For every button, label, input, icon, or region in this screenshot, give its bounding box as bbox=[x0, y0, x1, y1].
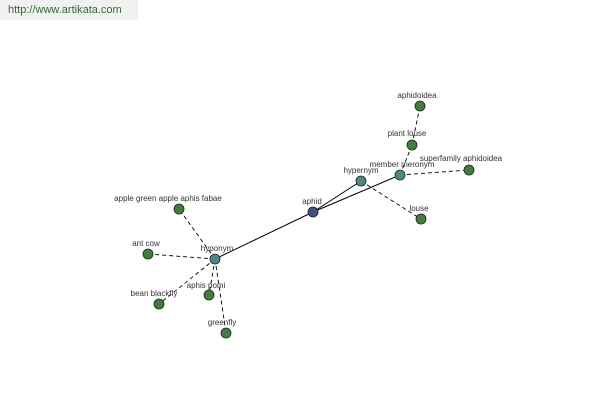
node-superfamily-aphidoidea[interactable] bbox=[463, 164, 475, 176]
edge-hypernym-to-louse bbox=[360, 180, 422, 220]
node-label-member-meronym: member meronym bbox=[370, 160, 435, 169]
node-label-aphidoidea: aphidoidea bbox=[397, 91, 437, 100]
node-hypernym[interactable] bbox=[355, 175, 367, 187]
node-ant-cow[interactable] bbox=[142, 248, 154, 260]
node-label-apple-green-apple-aphis-fabae: apple green apple aphis fabae bbox=[114, 194, 222, 203]
edge-aphid-to-member-meronym bbox=[312, 174, 401, 213]
node-greenfly[interactable] bbox=[220, 327, 232, 339]
node-plant-louse[interactable] bbox=[406, 139, 418, 151]
edge-hyponym-to-aphis-pomi bbox=[208, 258, 216, 296]
node-member-meronym[interactable] bbox=[394, 169, 406, 181]
source-link-bar: http://www.artikata.com bbox=[0, 0, 138, 20]
edge-member-meronym-to-plant-louse bbox=[399, 144, 413, 176]
edge-plant-louse-to-aphidoidea bbox=[411, 105, 421, 146]
edges-layer bbox=[147, 105, 470, 334]
edge-member-meronym-to-superfamily-aphidoidea bbox=[399, 169, 470, 176]
node-apple-green-apple-aphis-fabae[interactable] bbox=[173, 203, 185, 215]
edge-hyponym-to-bean-blackfly bbox=[158, 258, 216, 305]
node-aphidoidea[interactable] bbox=[414, 100, 426, 112]
node-hyponym[interactable] bbox=[209, 253, 221, 265]
edge-hyponym-to-ant-cow bbox=[147, 253, 216, 260]
node-label-aphis-pomi: aphis pomi bbox=[187, 281, 226, 290]
node-label-superfamily-aphidoidea: superfamily aphidoidea bbox=[420, 154, 503, 163]
source-link[interactable]: http://www.artikata.com bbox=[8, 4, 122, 16]
nodes-layer bbox=[142, 100, 475, 339]
node-bean-blackfly[interactable] bbox=[153, 298, 165, 310]
node-aphis-pomi[interactable] bbox=[203, 289, 215, 301]
node-aphid[interactable] bbox=[307, 206, 319, 218]
node-louse[interactable] bbox=[415, 213, 427, 225]
edge-aphid-to-hypernym bbox=[312, 180, 362, 213]
edge-hyponym-to-greenfly bbox=[214, 258, 227, 334]
node-label-hypernym: hypernym bbox=[343, 166, 378, 175]
node-label-ant-cow: ant cow bbox=[132, 239, 160, 248]
node-label-louse: louse bbox=[409, 204, 429, 213]
edge-aphid-to-hyponym bbox=[214, 211, 314, 260]
node-label-plant-louse: plant louse bbox=[388, 129, 427, 138]
node-label-hyponym: hyponym bbox=[201, 244, 234, 253]
node-label-greenfly: greenfly bbox=[208, 318, 236, 327]
edge-hyponym-to-apple-green-apple-aphis-fabae bbox=[178, 208, 216, 260]
node-label-bean-blackfly: bean blackfly bbox=[131, 289, 178, 298]
node-label-aphid: aphid bbox=[302, 197, 322, 206]
